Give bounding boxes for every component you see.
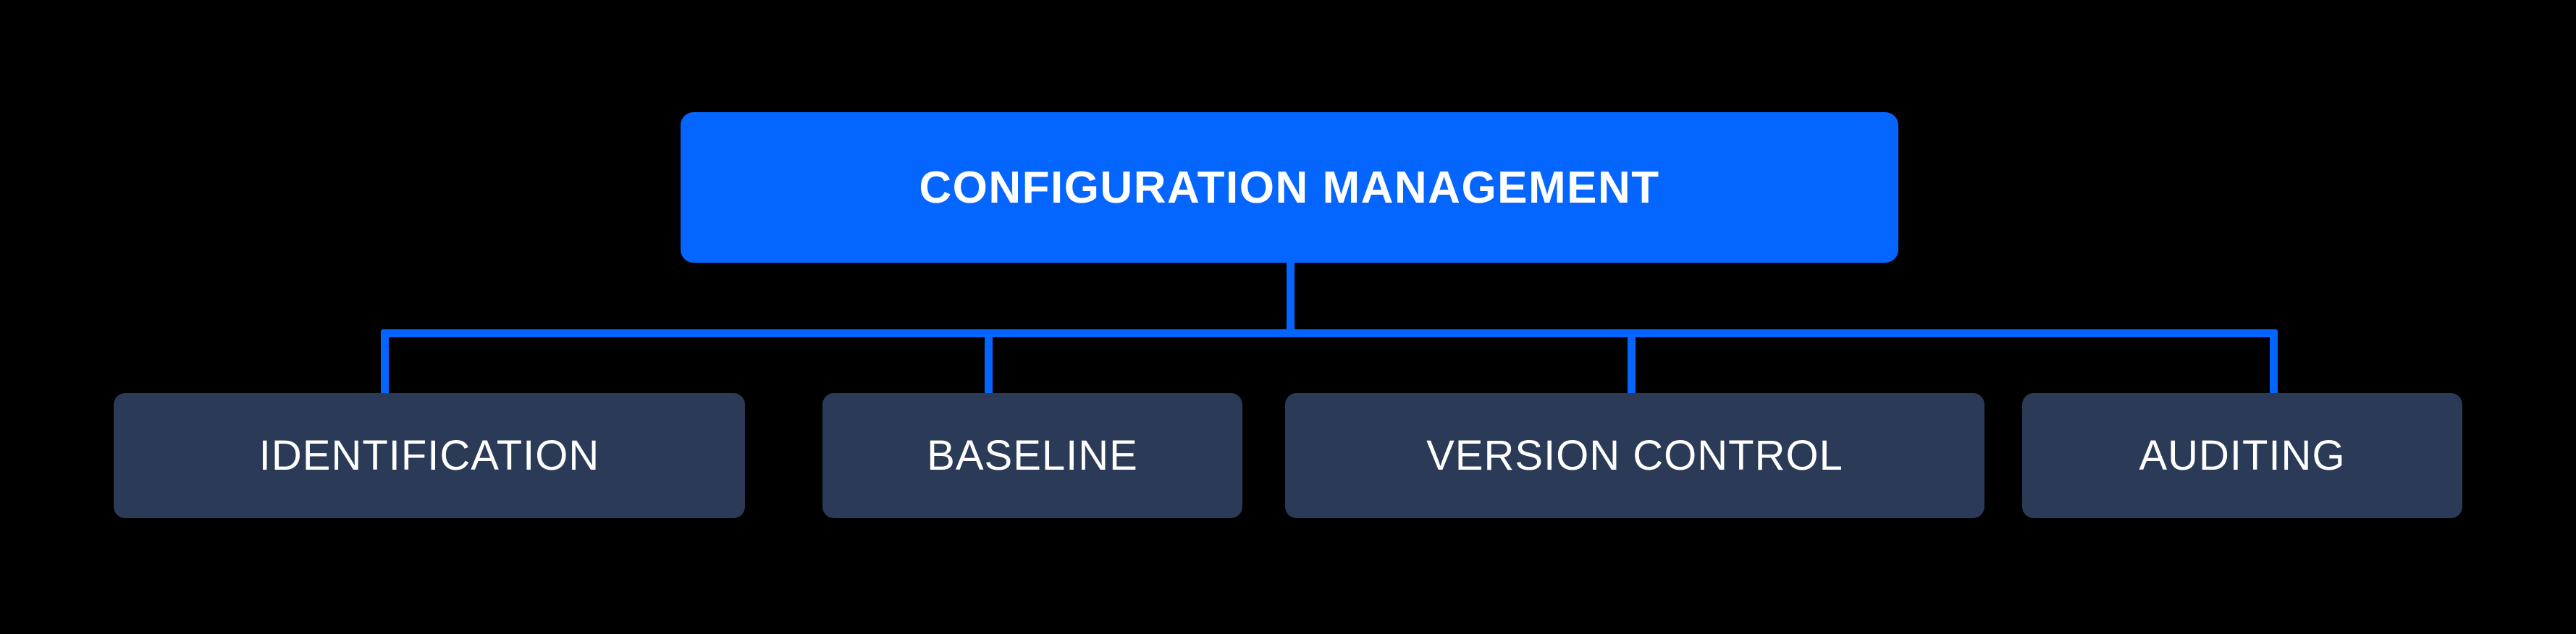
connector-bus-horizontal bbox=[381, 329, 2278, 337]
child-node-auditing[interactable]: AUDITING bbox=[2022, 393, 2462, 518]
child-node-label: IDENTIFICATION bbox=[258, 432, 600, 479]
connector-drop-identification bbox=[381, 331, 389, 395]
child-node-version-control[interactable]: VERSION CONTROL bbox=[1285, 393, 1984, 518]
child-node-label: BASELINE bbox=[927, 432, 1138, 479]
connector-drop-baseline bbox=[985, 331, 993, 395]
child-node-baseline[interactable]: BASELINE bbox=[822, 393, 1242, 518]
connector-drop-version-control bbox=[1628, 331, 1636, 395]
connector-drop-auditing bbox=[2270, 331, 2278, 395]
child-node-label: VERSION CONTROL bbox=[1426, 432, 1843, 479]
child-node-label: AUDITING bbox=[2139, 432, 2346, 479]
child-node-identification[interactable]: IDENTIFICATION bbox=[114, 393, 745, 518]
root-node-configuration-management[interactable]: CONFIGURATION MANAGEMENT bbox=[681, 112, 1898, 263]
connector-trunk-vertical bbox=[1287, 261, 1295, 334]
root-node-label: CONFIGURATION MANAGEMENT bbox=[919, 162, 1660, 213]
